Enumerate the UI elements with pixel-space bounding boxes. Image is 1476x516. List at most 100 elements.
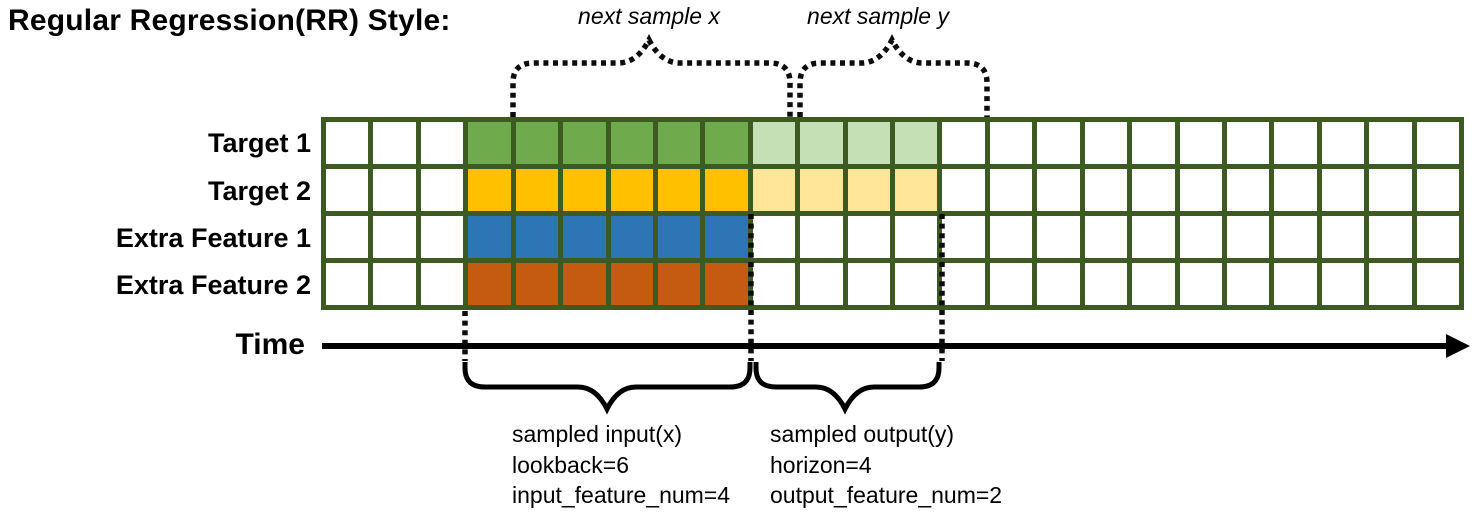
grid-cell <box>326 263 369 305</box>
grid-cell <box>515 263 559 305</box>
grid-cell <box>326 216 369 258</box>
grid-cell <box>1416 169 1459 211</box>
grid-cell <box>1179 122 1222 164</box>
grid-cell <box>800 216 843 258</box>
grid-cell <box>1274 263 1317 305</box>
grid-cell <box>1179 216 1222 258</box>
grid-cell <box>1274 216 1317 258</box>
sampled-input-line: sampled input(x) <box>512 421 683 447</box>
sampled-input-annotation: sampled input(x) lookback=6 input_featur… <box>512 419 730 511</box>
row-label-target-1: Target 1 <box>207 128 311 158</box>
grid-cell <box>1132 122 1175 164</box>
grid-cell <box>468 263 511 305</box>
grid-cell <box>1037 216 1080 258</box>
grid-cell <box>1321 169 1365 211</box>
grid-cell <box>1226 122 1270 164</box>
grid-cell <box>705 216 748 258</box>
grid-cell <box>1084 263 1128 305</box>
grid-cell <box>373 122 416 164</box>
grid-cell <box>420 263 464 305</box>
grid-cell <box>1416 263 1459 305</box>
grid-cell <box>989 169 1033 211</box>
grid-cell <box>942 263 985 305</box>
grid-cell <box>1132 216 1175 258</box>
grid-cell <box>515 216 559 258</box>
grid-cell <box>420 169 464 211</box>
grid-cell <box>1369 216 1412 258</box>
next-sample-y-label: next sample y <box>807 3 949 29</box>
grid-cell <box>610 216 653 258</box>
grid-cell <box>373 169 416 211</box>
next-sample-x-brace-icon <box>510 34 793 117</box>
grid-cell <box>563 169 606 211</box>
grid-cell <box>847 169 890 211</box>
row-label-extra-feature-1: Extra Feature 1 <box>115 223 311 253</box>
grid-cell <box>989 216 1033 258</box>
grid-cell <box>800 263 843 305</box>
grid-cell <box>705 122 748 164</box>
input-feature-num-line: input_feature_num=4 <box>512 482 731 508</box>
grid-cell <box>563 263 606 305</box>
grid-cell <box>373 263 416 305</box>
grid-cell <box>515 169 559 211</box>
time-axis-arrow <box>322 334 1470 358</box>
grid-cell <box>610 169 653 211</box>
grid-cell <box>1416 122 1459 164</box>
grid-cell <box>1037 122 1080 164</box>
grid-cell <box>468 216 511 258</box>
output-feature-num-line: output_feature_num=2 <box>770 482 1003 508</box>
grid-cell <box>895 216 938 258</box>
grid-cell <box>1369 122 1412 164</box>
grid-cell <box>420 216 464 258</box>
next-sample-y-brace-icon <box>797 34 990 117</box>
grid-cell <box>326 122 369 164</box>
grid-cell <box>752 216 796 258</box>
grid-cell <box>942 216 985 258</box>
grid-cell <box>705 169 748 211</box>
grid-cell <box>942 169 985 211</box>
timeseries-grid <box>321 117 1464 310</box>
grid-cell <box>847 263 890 305</box>
grid-cell <box>610 122 653 164</box>
sampled-output-line: sampled output(y) <box>770 421 955 447</box>
grid-cell <box>1179 169 1222 211</box>
sampled-output-annotation: sampled output(y) horizon=4 output_featu… <box>770 419 1002 511</box>
grid-cell <box>1369 169 1412 211</box>
grid-cell <box>373 216 416 258</box>
grid-cell <box>752 169 796 211</box>
grid-cell <box>657 122 701 164</box>
grid-cell <box>515 122 559 164</box>
grid-cell <box>847 216 890 258</box>
grid-cell <box>1321 122 1365 164</box>
grid-cell <box>1084 216 1128 258</box>
grid-cell <box>752 263 796 305</box>
horizon-line: horizon=4 <box>770 451 872 478</box>
grid-cell <box>1179 263 1222 305</box>
next-sample-x-label: next sample x <box>578 3 720 29</box>
grid-cell <box>895 169 938 211</box>
row-label-extra-feature-2: Extra Feature 2 <box>115 270 311 300</box>
grid-cell <box>1132 263 1175 305</box>
grid-cell <box>800 122 843 164</box>
grid-cell <box>1037 169 1080 211</box>
grid-cell <box>989 122 1033 164</box>
grid-cell <box>1369 263 1412 305</box>
grid-cell <box>989 263 1033 305</box>
arrowhead-icon <box>1446 334 1470 358</box>
grid-cell <box>326 169 369 211</box>
grid-cell <box>563 216 606 258</box>
grid-cell <box>468 169 511 211</box>
grid-cell <box>1084 169 1128 211</box>
grid-cell <box>1274 122 1317 164</box>
grid-cell <box>942 122 985 164</box>
grid-cell <box>800 169 843 211</box>
grid-cell <box>1274 169 1317 211</box>
diagram-title: Regular Regression(RR) Style: <box>8 4 451 37</box>
grid-cell <box>1321 263 1365 305</box>
time-axis-label: Time <box>235 328 305 361</box>
grid-cell <box>1226 263 1270 305</box>
grid-cell <box>657 169 701 211</box>
grid-cell <box>563 122 606 164</box>
grid-cell <box>657 216 701 258</box>
